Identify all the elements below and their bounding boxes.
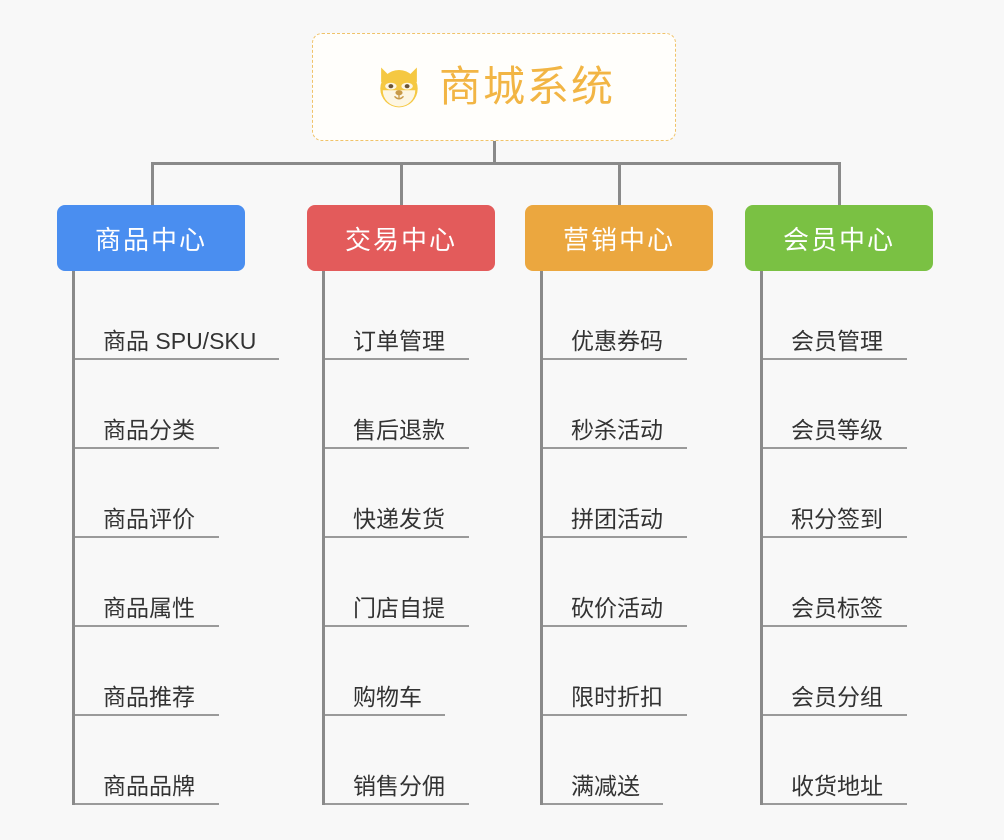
connector-root-stem bbox=[493, 141, 496, 163]
leaf-item[interactable]: 会员标签 bbox=[763, 538, 907, 627]
leaf-item[interactable]: 购物车 bbox=[325, 627, 445, 716]
leaf-item[interactable]: 优惠券码 bbox=[543, 271, 687, 360]
leaf-list-member-center: 会员管理会员等级积分签到会员标签会员分组收货地址 bbox=[760, 271, 933, 805]
connector-horizontal-bus bbox=[152, 162, 840, 165]
leaf-item-label: 商品分类 bbox=[103, 416, 195, 443]
connector-drop-product bbox=[151, 162, 154, 205]
root-title: 商城系统 bbox=[438, 63, 615, 110]
leaf-item-label: 商品品牌 bbox=[103, 772, 195, 799]
branch-header-marketing-center[interactable]: 营销中心 bbox=[525, 205, 713, 271]
leaf-item-label: 限时折扣 bbox=[571, 683, 663, 710]
connector-drop-trade bbox=[400, 162, 403, 205]
branch-member-center: 会员中心 会员管理会员等级积分签到会员标签会员分组收货地址 bbox=[745, 205, 933, 805]
leaf-item[interactable]: 商品评价 bbox=[75, 449, 219, 538]
leaf-item-label: 会员标签 bbox=[791, 594, 883, 621]
leaf-item-label: 拼团活动 bbox=[571, 505, 663, 532]
leaf-item[interactable]: 拼团活动 bbox=[543, 449, 687, 538]
leaf-item-label: 会员管理 bbox=[791, 327, 883, 354]
leaf-item[interactable]: 商品品牌 bbox=[75, 716, 219, 805]
leaf-item[interactable]: 商品推荐 bbox=[75, 627, 219, 716]
leaf-list-trade-center: 订单管理售后退款快递发货门店自提购物车销售分佣 bbox=[322, 271, 495, 805]
leaf-item-label: 销售分佣 bbox=[353, 772, 445, 799]
leaf-item[interactable]: 商品属性 bbox=[75, 538, 219, 627]
leaf-item-label: 秒杀活动 bbox=[571, 416, 663, 443]
leaf-item[interactable]: 快递发货 bbox=[325, 449, 469, 538]
leaf-item-label: 售后退款 bbox=[353, 416, 445, 443]
leaf-item[interactable]: 门店自提 bbox=[325, 538, 469, 627]
branch-marketing-center: 营销中心 优惠券码秒杀活动拼团活动砍价活动限时折扣满减送 bbox=[525, 205, 713, 805]
leaf-item[interactable]: 商品分类 bbox=[75, 360, 219, 449]
leaf-item-label: 积分签到 bbox=[791, 505, 883, 532]
leaf-item-label: 商品推荐 bbox=[103, 683, 195, 710]
leaf-item-label: 会员等级 bbox=[791, 416, 883, 443]
connector-drop-marketing bbox=[618, 162, 621, 205]
leaf-item[interactable]: 订单管理 bbox=[325, 271, 469, 360]
leaf-item-label: 商品属性 bbox=[103, 594, 195, 621]
leaf-item[interactable]: 商品 SPU/SKU bbox=[75, 271, 279, 360]
leaf-item[interactable]: 秒杀活动 bbox=[543, 360, 687, 449]
leaf-item[interactable]: 砍价活动 bbox=[543, 538, 687, 627]
leaf-item-label: 快递发货 bbox=[353, 505, 445, 532]
leaf-item-label: 优惠券码 bbox=[571, 327, 663, 354]
leaf-item-label: 满减送 bbox=[571, 772, 640, 799]
shiba-dog-face-icon bbox=[373, 61, 425, 113]
leaf-item-label: 门店自提 bbox=[353, 594, 445, 621]
leaf-item[interactable]: 会员管理 bbox=[763, 271, 907, 360]
leaf-item[interactable]: 积分签到 bbox=[763, 449, 907, 538]
branch-header-member-center[interactable]: 会员中心 bbox=[745, 205, 933, 271]
leaf-item-label: 订单管理 bbox=[353, 327, 445, 354]
leaf-item[interactable]: 限时折扣 bbox=[543, 627, 687, 716]
leaf-item-label: 砍价活动 bbox=[571, 594, 663, 621]
leaf-item[interactable]: 会员分组 bbox=[763, 627, 907, 716]
leaf-item-label: 商品 SPU/SKU bbox=[103, 327, 257, 354]
leaf-item[interactable]: 售后退款 bbox=[325, 360, 469, 449]
branch-product-center: 商品中心 商品 SPU/SKU 商品分类商品评价商品属性商品推荐商品品牌 bbox=[57, 205, 279, 805]
leaf-item[interactable]: 销售分佣 bbox=[325, 716, 469, 805]
leaf-item[interactable]: 满减送 bbox=[543, 716, 663, 805]
branch-trade-center: 交易中心 订单管理售后退款快递发货门店自提购物车销售分佣 bbox=[307, 205, 495, 805]
leaf-list-product-center: 商品 SPU/SKU 商品分类商品评价商品属性商品推荐商品品牌 bbox=[72, 271, 279, 805]
leaf-item[interactable]: 会员等级 bbox=[763, 360, 907, 449]
leaf-list-marketing-center: 优惠券码秒杀活动拼团活动砍价活动限时折扣满减送 bbox=[540, 271, 713, 805]
leaf-item-label: 购物车 bbox=[353, 683, 422, 710]
connector-drop-member bbox=[838, 162, 841, 205]
leaf-item-label: 商品评价 bbox=[103, 505, 195, 532]
branch-header-trade-center[interactable]: 交易中心 bbox=[307, 205, 495, 271]
root-node[interactable]: 商城系统 bbox=[312, 33, 676, 141]
leaf-item[interactable]: 收货地址 bbox=[763, 716, 907, 805]
branch-header-product-center[interactable]: 商品中心 bbox=[57, 205, 245, 271]
leaf-item-label: 会员分组 bbox=[791, 683, 883, 710]
leaf-item-label: 收货地址 bbox=[791, 772, 883, 799]
